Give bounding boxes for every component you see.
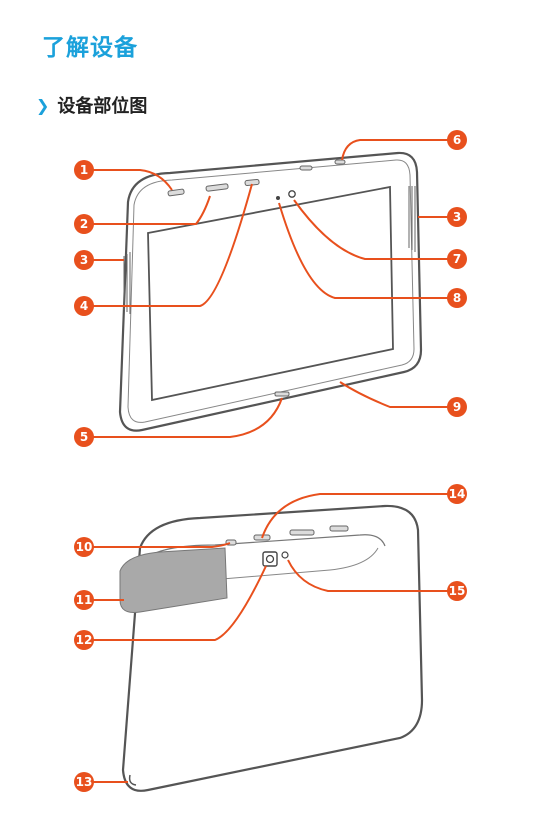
svg-text:2: 2 <box>80 217 88 231</box>
svg-text:8: 8 <box>453 291 461 305</box>
rear-camera <box>262 551 278 567</box>
svg-text:3: 3 <box>80 253 88 267</box>
tablet-front-view <box>118 151 423 432</box>
callout-14: 14 <box>447 484 467 504</box>
svg-text:5: 5 <box>80 430 88 444</box>
svg-text:14: 14 <box>449 487 466 501</box>
callout-7: 7 <box>447 249 467 269</box>
callout-1: 1 <box>74 160 94 180</box>
callout-11: 11 <box>74 590 94 610</box>
speaker-right-front <box>408 186 416 252</box>
svg-text:11: 11 <box>76 593 93 607</box>
svg-text:6: 6 <box>453 133 461 147</box>
chevron-right-icon: ❯ <box>36 95 50 115</box>
s-pen-slot <box>128 774 137 786</box>
speaker-left-front <box>123 252 131 314</box>
callout-15: 15 <box>447 581 467 601</box>
svg-text:15: 15 <box>449 584 466 598</box>
callout-3-right: 3 <box>447 207 467 227</box>
svg-text:3: 3 <box>453 210 461 224</box>
callout-4: 4 <box>74 296 94 316</box>
svg-text:4: 4 <box>80 299 88 313</box>
callout-9: 9 <box>447 397 467 417</box>
svg-text:7: 7 <box>453 252 461 266</box>
svg-text:1: 1 <box>80 163 88 177</box>
front-camera <box>288 190 296 198</box>
svg-text:9: 9 <box>453 400 461 414</box>
callout-13: 13 <box>74 772 94 792</box>
page-title: 了解设备 <box>42 35 138 61</box>
flash <box>281 551 289 559</box>
callout-12: 12 <box>74 630 94 650</box>
tablet-back-view <box>119 504 424 792</box>
callout-6: 6 <box>447 130 467 150</box>
svg-text:10: 10 <box>76 540 93 554</box>
svg-text:12: 12 <box>76 633 93 647</box>
section-heading-text: 设备部位图 <box>57 96 148 117</box>
callout-3-left: 3 <box>74 250 94 270</box>
section-heading: ❯ 设备部位图 <box>36 92 147 118</box>
callout-2: 2 <box>74 214 94 234</box>
rear-speaker-area <box>119 547 228 613</box>
callout-8: 8 <box>447 288 467 308</box>
svg-text:13: 13 <box>76 775 93 789</box>
callout-5: 5 <box>74 427 94 447</box>
callout-10: 10 <box>74 537 94 557</box>
light-sensor <box>276 196 280 200</box>
